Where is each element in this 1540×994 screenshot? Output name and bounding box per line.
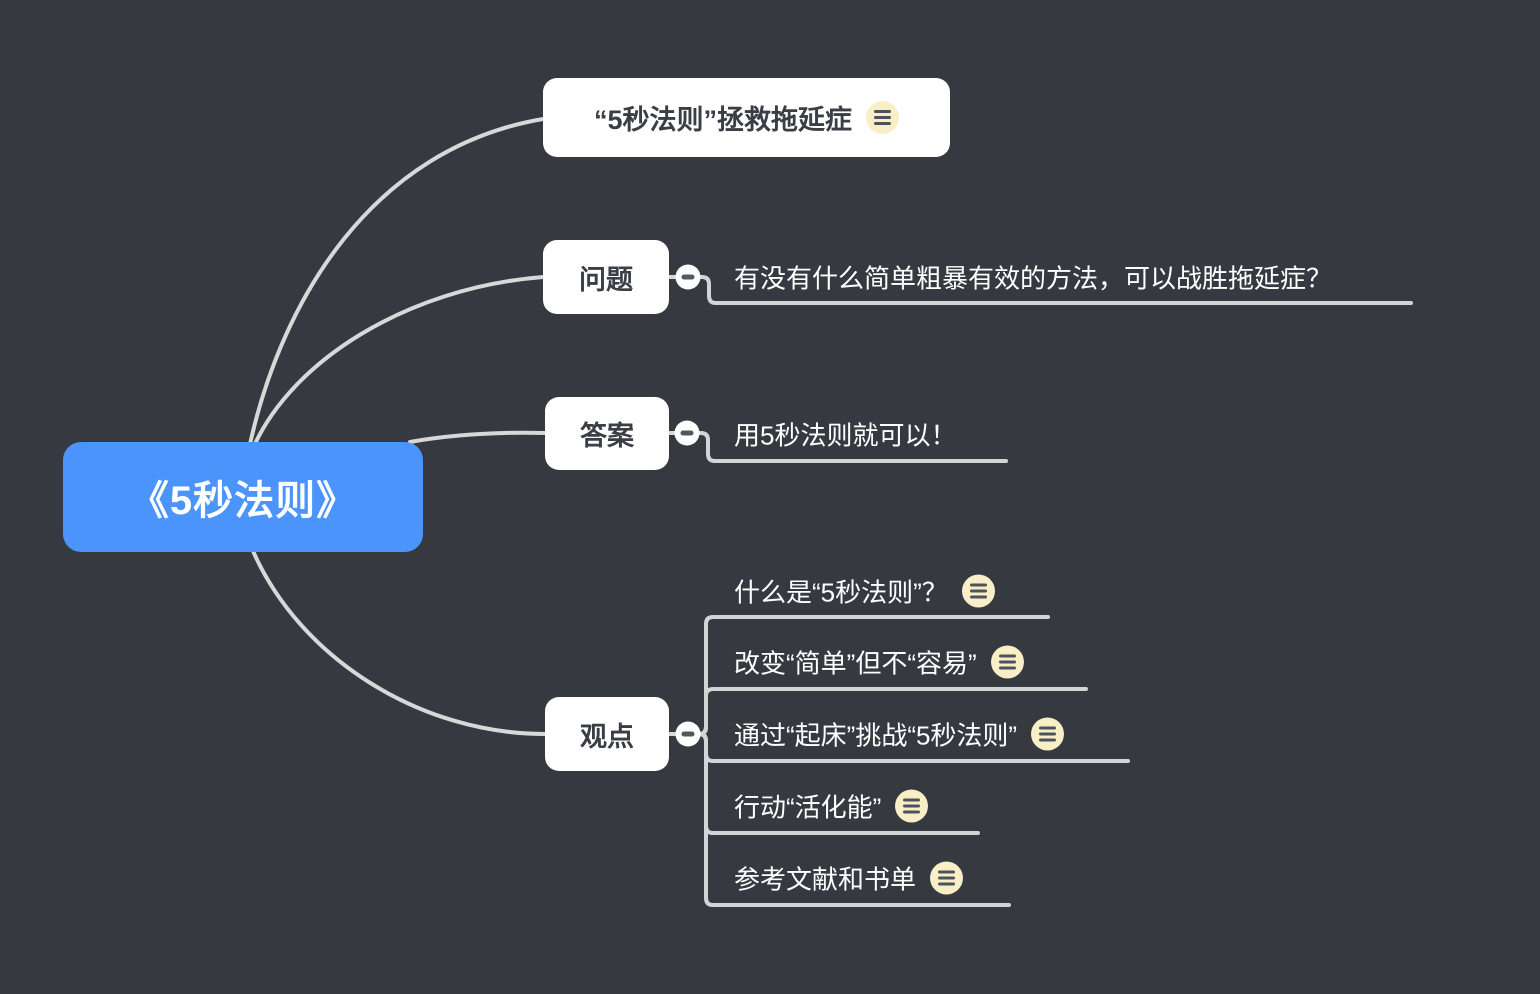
subtopic-question-text[interactable]: 有没有什么简单粗暴有效的方法，可以战胜拖延症？: [734, 259, 1332, 296]
notes-icon[interactable]: [961, 574, 995, 608]
notes-icon[interactable]: [1031, 717, 1065, 751]
topic-answer[interactable]: 答案: [545, 397, 669, 470]
notes-icon[interactable]: [990, 645, 1024, 679]
root-topic-label: 《5秒法则》: [128, 479, 358, 523]
topic-label: 问题: [579, 264, 633, 295]
subtopic-answer-text[interactable]: 用5秒法则就可以！: [734, 416, 956, 453]
subtopic-label: 用5秒法则就可以！: [734, 420, 957, 451]
notes-icon[interactable]: [930, 861, 964, 895]
subtopic-label: 改变“简单”但不“容易”: [734, 648, 977, 679]
subtopic-label: 通过“起床”挑战“5秒法则”: [734, 720, 1018, 751]
topic-viewpoints[interactable]: 观点: [545, 697, 669, 771]
topic-label: 观点: [580, 721, 634, 752]
topic-5s-rule-saves-procrastination[interactable]: “5秒法则”拯救拖延症: [543, 78, 950, 157]
subtopic-wakeup-challenge[interactable]: 通过“起床”挑战“5秒法则”: [734, 716, 1065, 753]
connector-root-to-b1: [248, 117, 545, 446]
topic-label: 答案: [580, 421, 634, 451]
collapse-button[interactable]: [674, 420, 700, 446]
subtopic-label: 参考文献和书单: [734, 864, 917, 895]
connector-root-to-b3: [408, 430, 547, 444]
subtopic-label: 行动“活化能”: [734, 792, 882, 823]
connector-viewpoint-child-5: [697, 732, 1011, 907]
collapse-button[interactable]: [675, 264, 701, 290]
connector-root-to-b2: [252, 275, 545, 448]
subtopic-label: 有没有什么简单粗暴有效的方法，可以战胜拖延症？: [734, 263, 1333, 294]
topic-label: “5秒法则”拯救拖延症: [593, 105, 853, 135]
subtopic-what-is-5s-rule[interactable]: 什么是“5秒法则”？: [734, 573, 995, 610]
connector-root-to-b4: [251, 549, 547, 736]
subtopic-activation-energy[interactable]: 行动“活化能”: [734, 788, 929, 825]
notes-icon[interactable]: [895, 789, 929, 823]
root-topic[interactable]: 《5秒法则》: [63, 442, 423, 552]
subtopic-change-simple-not-easy[interactable]: 改变“简单”但不“容易”: [734, 644, 1024, 681]
subtopic-label: 什么是“5秒法则”？: [734, 577, 948, 608]
connector-answer-child: [696, 431, 1008, 463]
collapse-button[interactable]: [675, 721, 701, 747]
notes-icon[interactable]: [866, 101, 900, 134]
topic-question[interactable]: 问题: [543, 240, 669, 314]
connector-question-child: [697, 275, 1413, 305]
subtopic-references-booklist[interactable]: 参考文献和书单: [734, 860, 964, 897]
